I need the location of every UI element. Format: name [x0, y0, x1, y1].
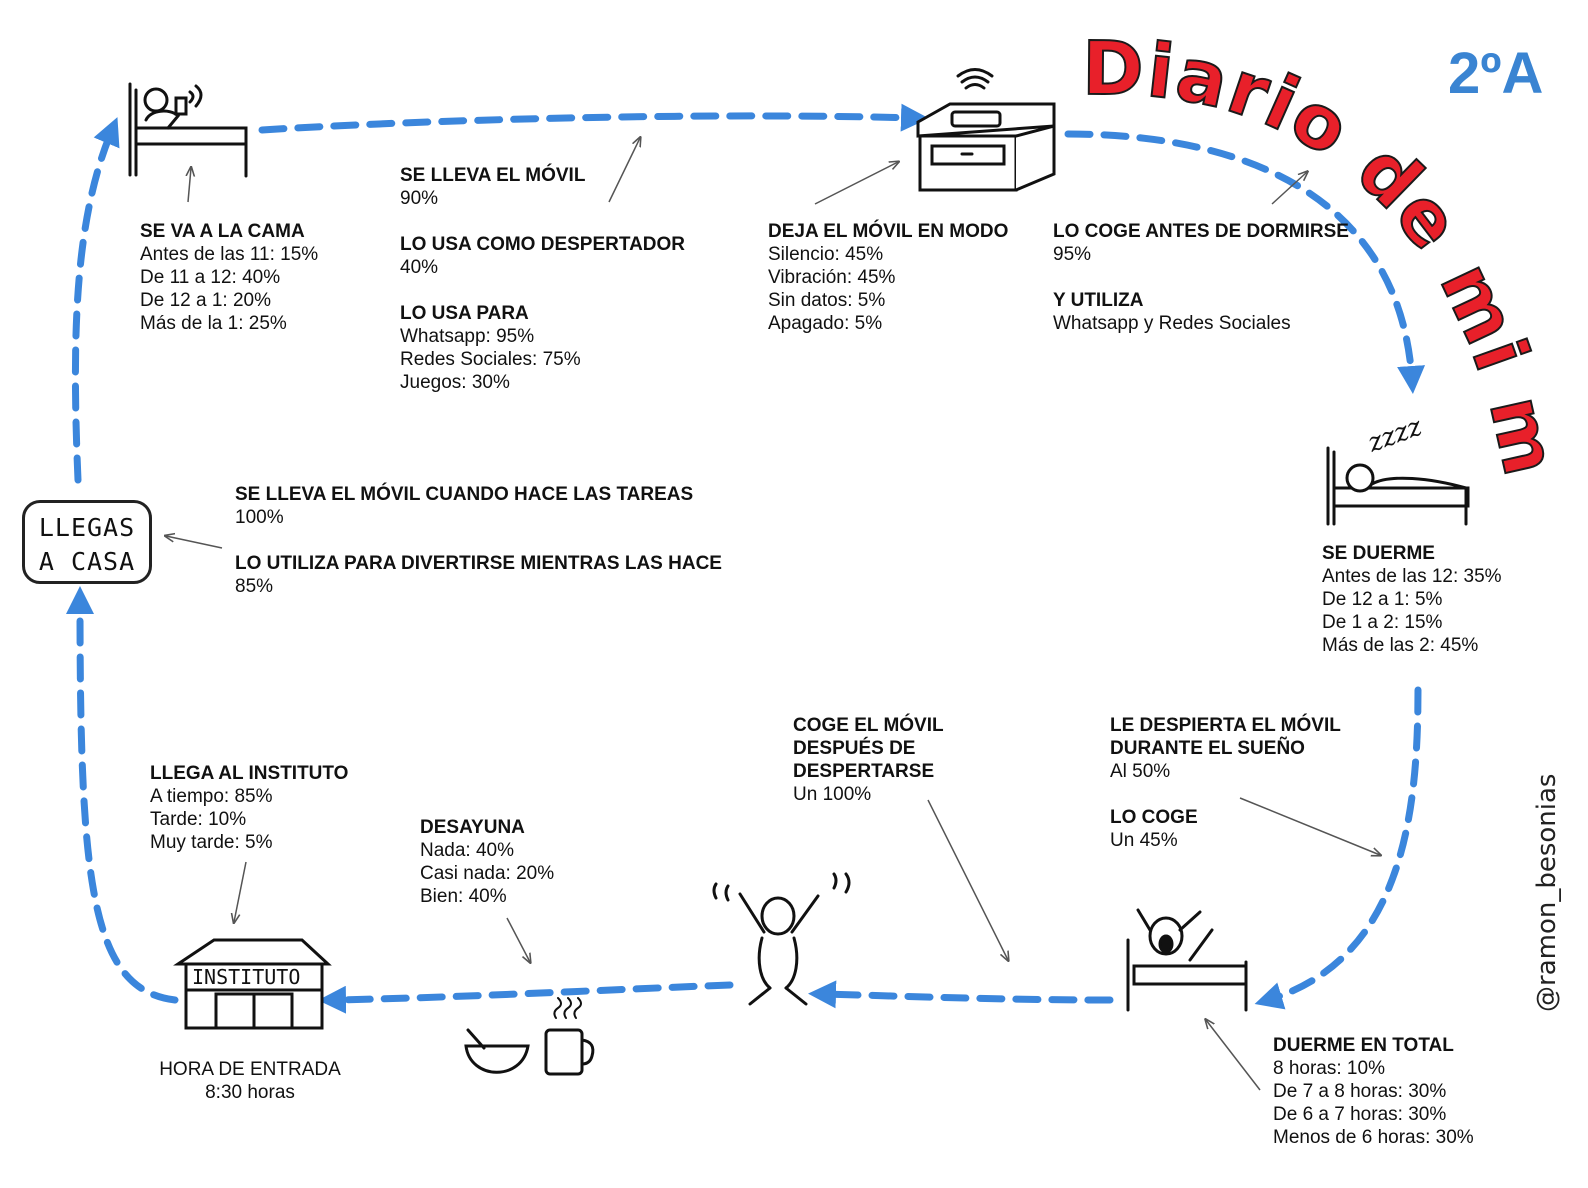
home-line-1: LLEGAS: [25, 511, 149, 545]
wakes-up-block: LE DESPIERTA EL MÓVIL DURANTE EL SUEÑO A…: [1110, 714, 1341, 852]
uses-heading: Y UTILIZA: [1053, 289, 1349, 312]
breakfast-icon: [466, 998, 593, 1074]
after-wake-value: Un 100%: [793, 783, 944, 806]
bedtime-line: Antes de las 11: 15%: [140, 243, 318, 266]
phone-mode-line: Sin datos: 5%: [768, 289, 1008, 312]
phone-mode-line: Silencio: 45%: [768, 243, 1008, 266]
nightstand-icon: [918, 70, 1054, 191]
school-sign: INSTITUTO: [192, 965, 300, 989]
arrival-heading: LLEGA AL INSTITUTO: [150, 762, 348, 785]
before-sleep-value: 95%: [1053, 243, 1349, 266]
after-wake-block: COGE EL MÓVIL DESPUÉS DE DESPERTARSE Un …: [793, 714, 944, 806]
uses-value: Whatsapp y Redes Sociales: [1053, 312, 1349, 335]
entry-time-value: 8:30 horas: [140, 1081, 360, 1104]
phone-mode-line: Apagado: 5%: [768, 312, 1008, 335]
sleep-sound-label: zzzz: [1363, 412, 1426, 459]
falls-asleep-line: De 1 a 2: 15%: [1322, 611, 1502, 634]
total-sleep-line: Menos de 6 horas: 30%: [1273, 1126, 1474, 1149]
uses-for-heading: LO USA PARA: [400, 302, 685, 325]
waking-person-icon: [1128, 910, 1246, 1010]
bedtime-heading: SE VA A LA CAMA: [140, 220, 318, 243]
arrival-line: Tarde: 10%: [150, 808, 348, 831]
entry-time-heading: HORA DE ENTRADA: [140, 1058, 360, 1081]
class-label: 2ºA: [1448, 40, 1543, 107]
home-line-2: A CASA: [25, 545, 149, 579]
arrival-block: LLEGA AL INSTITUTO A tiempo: 85% Tarde: …: [150, 762, 348, 854]
phone-mode-heading: DEJA EL MÓVIL EN MODO: [768, 220, 1008, 243]
arrival-line: A tiempo: 85%: [150, 785, 348, 808]
falls-asleep-block: SE DUERME Antes de las 12: 35% De 12 a 1…: [1322, 542, 1502, 657]
uses-for-line: Whatsapp: 95%: [400, 325, 685, 348]
alarm-value: 40%: [400, 256, 685, 279]
breakfast-line: Casi nada: 20%: [420, 862, 554, 885]
home-box: LLEGAS A CASA: [22, 500, 152, 584]
arrival-line: Muy tarde: 5%: [150, 831, 348, 854]
uses-for-line: Juegos: 30%: [400, 371, 685, 394]
falls-asleep-line: Antes de las 12: 35%: [1322, 565, 1502, 588]
breakfast-line: Bien: 40%: [420, 885, 554, 908]
after-wake-heading-1: COGE EL MÓVIL: [793, 714, 944, 737]
bed-with-phone-icon: [130, 84, 246, 176]
total-sleep-line: De 7 a 8 horas: 30%: [1273, 1080, 1474, 1103]
total-sleep-line: 8 horas: 10%: [1273, 1057, 1474, 1080]
after-wake-heading-3: DESPERTARSE: [793, 760, 944, 783]
wakes-value: Al 50%: [1110, 760, 1341, 783]
uses-for-line: Redes Sociales: 75%: [400, 348, 685, 371]
wakes-heading-2: DURANTE EL SUEÑO: [1110, 737, 1341, 760]
arrow-bed-to-nightstand: [262, 116, 915, 130]
total-sleep-line: De 6 a 7 horas: 30%: [1273, 1103, 1474, 1126]
bedtime-line: De 12 a 1: 20%: [140, 289, 318, 312]
before-sleep-block: LO COGE ANTES DE DORMIRSE 95% Y UTILIZA …: [1053, 220, 1349, 335]
bedtime-block: SE VA A LA CAMA Antes de las 11: 15% De …: [140, 220, 318, 335]
school-building-icon: INSTITUTO: [178, 940, 328, 1028]
breakfast-block: DESAYUNA Nada: 40% Casi nada: 20% Bien: …: [420, 816, 554, 908]
picks-up-heading: LO COGE: [1110, 806, 1341, 829]
arrow-jump-to-school: [332, 985, 730, 1000]
homework-value: 100%: [235, 506, 722, 529]
picks-up-value: Un 45%: [1110, 829, 1341, 852]
wakes-heading-1: LE DESPIERTA EL MÓVIL: [1110, 714, 1341, 737]
before-sleep-heading: LO COGE ANTES DE DORMIRSE: [1053, 220, 1349, 243]
homework-heading: SE LLEVA EL MÓVIL CUANDO HACE LAS TAREAS: [235, 483, 722, 506]
phone-mode-block: DEJA EL MÓVIL EN MODO Silencio: 45% Vibr…: [768, 220, 1008, 335]
breakfast-line: Nada: 40%: [420, 839, 554, 862]
homework-block: SE LLEVA EL MÓVIL CUANDO HACE LAS TAREAS…: [235, 483, 722, 598]
total-sleep-block: DUERME EN TOTAL 8 horas: 10% De 7 a 8 ho…: [1273, 1034, 1474, 1149]
falls-asleep-heading: SE DUERME: [1322, 542, 1502, 565]
after-wake-heading-2: DESPUÉS DE: [793, 737, 944, 760]
breakfast-heading: DESAYUNA: [420, 816, 554, 839]
takes-phone-heading: SE LLEVA EL MÓVIL: [400, 164, 685, 187]
jumping-person-icon: [714, 874, 849, 1004]
phone-mode-line: Vibración: 45%: [768, 266, 1008, 289]
author-credit: @ramon_besonias: [1532, 774, 1562, 1012]
takes-phone-value: 90%: [400, 187, 685, 210]
sleeping-person-icon: zzzz: [1328, 412, 1468, 524]
entry-time-block: HORA DE ENTRADA 8:30 horas: [140, 1058, 360, 1104]
fun-heading: LO UTILIZA PARA DIVERTIRSE MIENTRAS LAS …: [235, 552, 722, 575]
falls-asleep-line: Más de las 2: 45%: [1322, 634, 1502, 657]
arrow-wake-to-jump: [822, 994, 1110, 1000]
alarm-heading: LO USA COMO DESPERTADOR: [400, 233, 685, 256]
arrow-home-to-bed: [75, 130, 112, 480]
falls-asleep-line: De 12 a 1: 5%: [1322, 588, 1502, 611]
fun-value: 85%: [235, 575, 722, 598]
bedtime-line: Más de la 1: 25%: [140, 312, 318, 335]
total-sleep-heading: DUERME EN TOTAL: [1273, 1034, 1474, 1057]
phone-use-block: SE LLEVA EL MÓVIL 90% LO USA COMO DESPER…: [400, 164, 685, 394]
bedtime-line: De 11 a 12: 40%: [140, 266, 318, 289]
